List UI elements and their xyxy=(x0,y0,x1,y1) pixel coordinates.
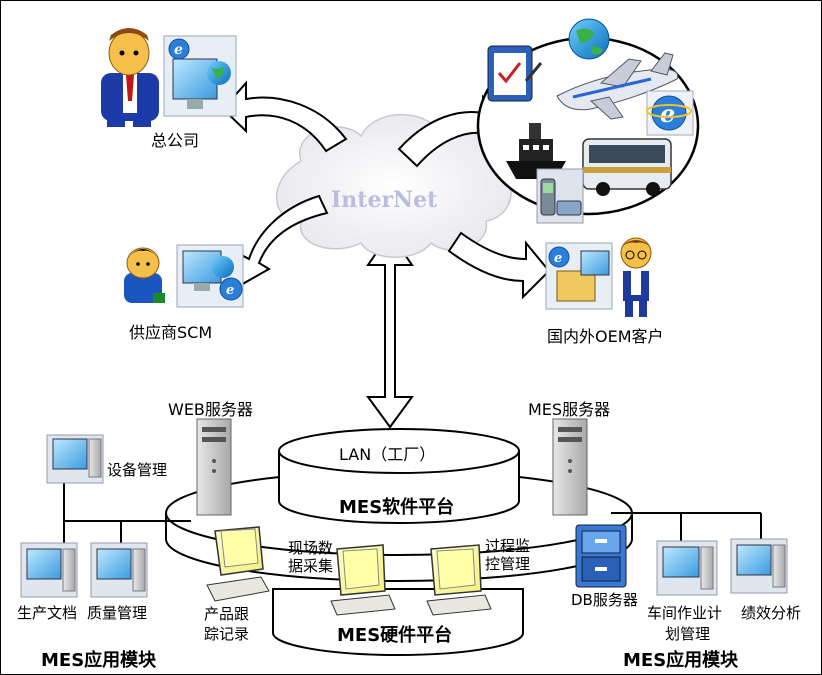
web-server-icon xyxy=(196,418,232,516)
product-tracking-label-line1: 产品跟 xyxy=(204,605,250,623)
mes-server-icon xyxy=(552,418,588,516)
arrow-to-oem xyxy=(447,231,551,300)
performance-analysis-label: 绩效分析 xyxy=(741,604,802,622)
process-monitoring-label-line1: 过程监 xyxy=(485,537,531,555)
equipment-management-label: 设备管理 xyxy=(107,461,168,479)
web-server-label: WEB服务器 xyxy=(168,400,253,419)
right-modules-title: MES应用模块 xyxy=(623,650,739,671)
bus-icon xyxy=(582,138,672,196)
headquarters-computer-icon: e xyxy=(163,35,237,117)
internet-cloud xyxy=(275,113,512,258)
mes-server-label: MES服务器 xyxy=(528,400,611,419)
supplier-person-icon xyxy=(124,247,165,303)
production-docs-label: 生产文档 xyxy=(17,604,78,622)
hardware-platform-label: MES硬件平台 xyxy=(337,625,453,646)
left-modules-title: MES应用模块 xyxy=(41,650,157,671)
oem-person-icon xyxy=(620,237,652,317)
monitoring-terminal-icon xyxy=(426,544,492,616)
workshop-pc-icon xyxy=(656,540,718,596)
svg-text:e: e xyxy=(554,251,562,266)
db-server-icon xyxy=(575,524,627,588)
db-server-label: DB服务器 xyxy=(571,591,638,609)
clipboard-icon xyxy=(487,45,543,102)
globe-icon xyxy=(568,18,610,60)
data-collection-terminal-icon xyxy=(330,544,396,616)
data-collection-label-line1: 现场数 xyxy=(288,539,334,557)
svg-text:e: e xyxy=(174,42,183,58)
lan-internet-arrow xyxy=(366,231,414,429)
performance-pc-icon xyxy=(730,538,788,594)
svg-text:e: e xyxy=(660,99,675,128)
equipment-pc-icon xyxy=(46,434,104,484)
airplane-icon xyxy=(556,52,679,120)
workshop-planning-label-line1: 车间作业计 xyxy=(647,604,723,622)
phone-device-icon xyxy=(536,168,584,224)
svg-text:e: e xyxy=(226,283,234,298)
headquarters-label: 总公司 xyxy=(151,131,200,150)
supplier-computer-icon: e xyxy=(176,244,244,308)
headquarters-person-icon xyxy=(101,28,159,127)
docs-pc-icon xyxy=(20,542,78,598)
oem-computer-icon: e xyxy=(545,242,613,310)
workshop-planning-label-line2: 划管理 xyxy=(665,625,711,643)
quality-pc-icon xyxy=(90,542,148,598)
software-platform-label: MES软件平台 xyxy=(339,497,455,518)
lan-label: LAN（工厂） xyxy=(339,445,436,464)
supplier-label: 供应商SCM xyxy=(129,323,213,342)
quality-management-label: 质量管理 xyxy=(87,604,148,622)
internet-label: InterNet xyxy=(331,187,438,213)
product-tracking-label-line2: 踪记录 xyxy=(204,625,250,643)
ie-icon: e xyxy=(646,90,694,136)
data-collection-label-line2: 据采集 xyxy=(288,557,334,575)
tracking-terminal-icon xyxy=(206,526,270,602)
oem-customer-label: 国内外OEM客户 xyxy=(547,327,664,346)
arrow-to-headquarters xyxy=(221,80,348,153)
process-monitoring-label-line2: 控管理 xyxy=(485,555,531,573)
left-network-lines xyxy=(63,481,191,546)
